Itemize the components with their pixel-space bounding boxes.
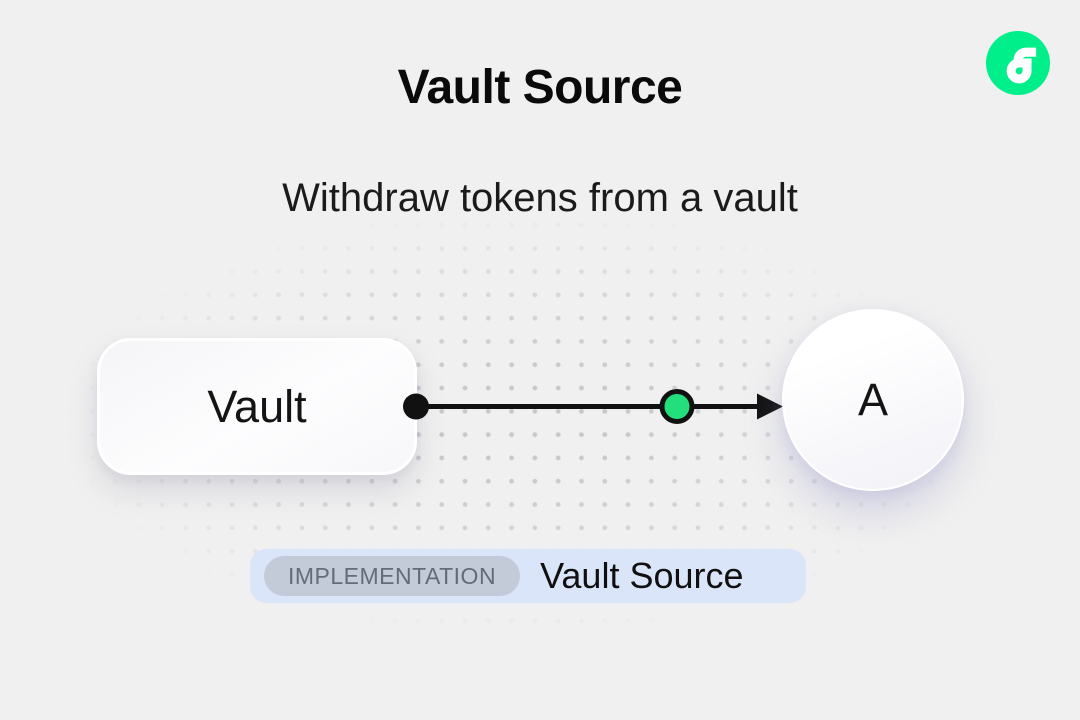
target-node: A: [782, 309, 964, 491]
edge-green-node: [659, 389, 695, 424]
implementation-badge: IMPLEMENTATION Vault Source: [250, 549, 806, 603]
page-title: Vault Source: [397, 61, 683, 114]
vault-node: Vault: [97, 338, 417, 475]
edge-arrowhead: [757, 393, 783, 420]
page-subtitle: Withdraw tokens from a vault: [282, 176, 798, 220]
implementation-label: Vault Source: [540, 555, 744, 596]
target-node-label: A: [857, 374, 888, 425]
vault-node-label: Vault: [207, 380, 307, 432]
flow-logo-icon: [986, 31, 1050, 95]
edge-arrow: [403, 389, 783, 424]
implementation-tag: IMPLEMENTATION: [264, 556, 521, 596]
